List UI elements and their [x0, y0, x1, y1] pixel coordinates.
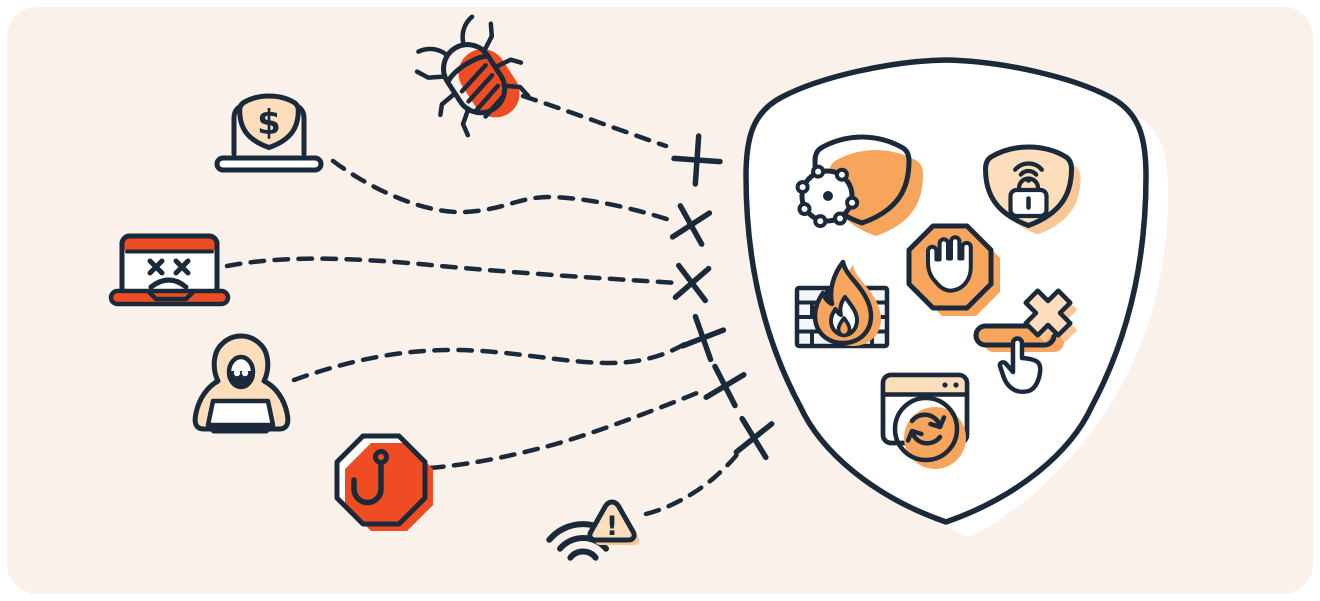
lock-shackle — [1016, 176, 1041, 194]
hacker-hoodie-icon — [192, 333, 291, 434]
virus-bumps — [795, 164, 860, 229]
bug-legs — [414, 14, 531, 138]
firewall-icon — [794, 259, 890, 349]
dollar-shield — [237, 93, 301, 150]
plus-mark — [671, 133, 723, 187]
x-mark — [703, 363, 747, 409]
refresh-arrows-icon — [905, 412, 947, 446]
stop-hand — [926, 235, 973, 293]
block-cross-mark — [1023, 288, 1073, 338]
pointer-hand-icon — [997, 336, 1043, 394]
crash-eyes — [147, 258, 191, 276]
unsecured-wifi-warning-icon: ! — [546, 499, 640, 561]
x-mark — [669, 203, 713, 247]
connector-lines — [224, 93, 744, 517]
hacker-mustache — [233, 369, 241, 377]
malware-bug-icon — [414, 14, 531, 138]
update-circle-fill — [904, 407, 966, 469]
hook-curve — [351, 461, 384, 506]
crash-topbar — [123, 237, 216, 250]
connector-hacker — [291, 339, 691, 383]
laptop-base — [214, 155, 324, 173]
antivirus-shield-fill — [829, 150, 923, 236]
bug-head-line — [445, 53, 490, 84]
lock-shield — [983, 144, 1074, 228]
crash-base-notch — [146, 289, 196, 302]
block-marks — [669, 133, 775, 461]
banking-laptop-shield-icon: $ — [214, 93, 324, 173]
connector-banking — [330, 158, 679, 225]
crash-frown — [148, 277, 189, 290]
wifi-signal-icon — [1013, 161, 1044, 177]
dollar-symbol: $ — [257, 103, 281, 143]
stop-hand-octagon-icon — [906, 223, 1000, 316]
bug-antenna — [460, 14, 475, 47]
opt-out-toggle-icon — [973, 288, 1078, 394]
browser-dot — [953, 382, 959, 388]
bug-antenna — [416, 46, 449, 58]
security-shield — [743, 57, 1168, 538]
hacker-mustache — [241, 369, 249, 377]
x-mark — [733, 415, 775, 461]
phishing-octagon-outline — [334, 433, 428, 527]
bug-stripes — [459, 62, 505, 119]
update-circle-outline — [892, 395, 960, 463]
virus-center-dot — [823, 191, 833, 201]
secure-wifi-lock-shield-icon — [983, 144, 1081, 235]
connector-bug — [520, 93, 669, 149]
flame-core — [836, 316, 852, 338]
software-update-icon — [880, 372, 970, 469]
browser-titlebar — [883, 375, 967, 394]
antivirus-shield-outline — [812, 134, 912, 226]
phishing-hook-octagon-icon — [334, 433, 433, 531]
antivirus-shield-icon — [795, 134, 923, 236]
browser-dot — [942, 382, 948, 388]
x-mark — [679, 313, 727, 363]
warning-exclamation: ! — [606, 511, 618, 542]
connector-wifi — [643, 446, 744, 517]
connector-crash — [224, 256, 681, 286]
x-mark — [672, 262, 712, 304]
warning-triangle — [587, 499, 637, 543]
hacker-laptop-screen — [205, 398, 276, 428]
crashed-laptop-icon — [108, 233, 231, 307]
